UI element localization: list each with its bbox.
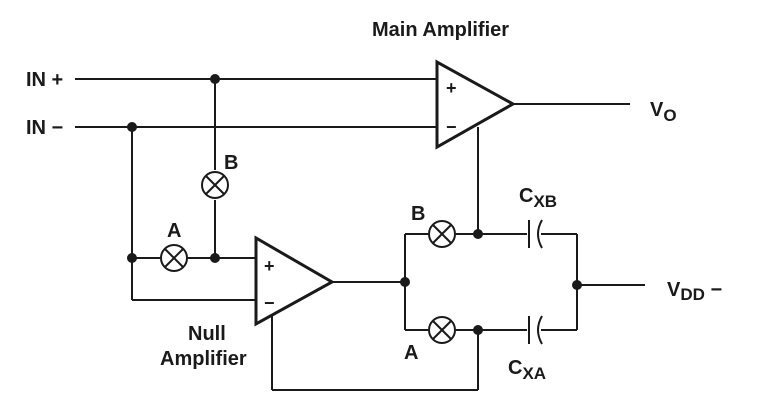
- cxa-label: CXA: [508, 357, 546, 383]
- in-minus-label: IN −: [26, 117, 63, 139]
- switch-a-left: [160, 244, 188, 272]
- main-amplifier: + −: [435, 59, 517, 150]
- switch-a-right-label: A: [404, 342, 418, 364]
- switch-a-left-label: A: [167, 220, 181, 242]
- switch-a-right: [428, 316, 456, 344]
- cxb-label: CXB: [519, 185, 557, 211]
- switch-b-upper-label: B: [224, 152, 238, 174]
- wires: [75, 78, 645, 391]
- switch-b-upper: [201, 171, 229, 199]
- junction-dots: [127, 74, 582, 335]
- capacitor-cxb: [528, 219, 543, 249]
- null-amplifier-label-line1: Null: [188, 323, 226, 345]
- in-plus-label: IN +: [26, 69, 63, 91]
- null-amplifier-label-line2: Amplifier: [160, 348, 247, 370]
- capacitor-cxa: [528, 315, 543, 345]
- switch-b-right-label: B: [411, 203, 425, 225]
- main-amp-plus-sign: +: [446, 78, 457, 98]
- vo-label: VO: [650, 99, 677, 125]
- null-amplifier: + −: [254, 235, 336, 327]
- null-amp-plus-sign: +: [264, 256, 275, 276]
- vdd-label: VDD −: [667, 279, 722, 304]
- null-amp-minus-sign: −: [264, 293, 275, 313]
- main-amp-minus-sign: −: [446, 117, 457, 137]
- switch-b-right: [428, 220, 456, 248]
- main-amplifier-title: Main Amplifier: [372, 19, 509, 41]
